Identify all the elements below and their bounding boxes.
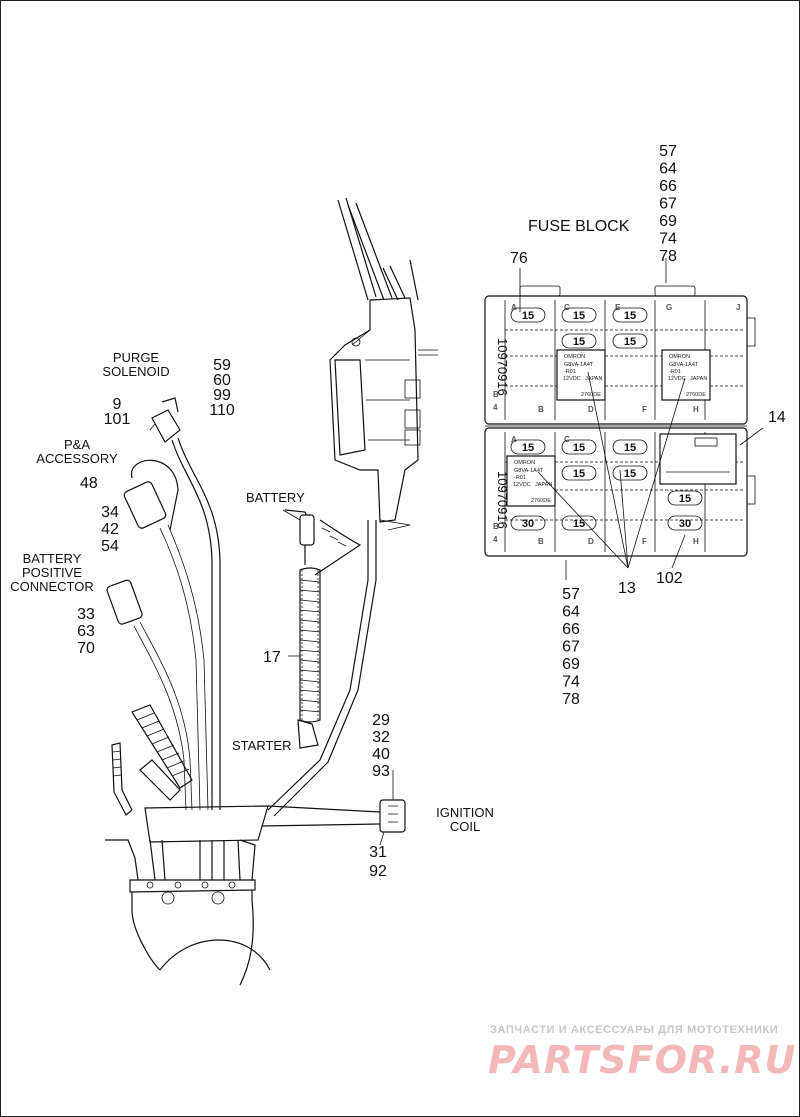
fuse-c2-top: 15	[573, 336, 585, 348]
svg-text:12VDC: 12VDC	[513, 482, 531, 488]
svg-text:JAPAN: JAPAN	[585, 376, 602, 382]
svg-text:G8VA-1A4T: G8VA-1A4T	[514, 468, 544, 474]
fuse-e2-top: 15	[624, 336, 636, 348]
svg-text:-R01: -R01	[669, 369, 681, 375]
harness-drawing	[105, 197, 438, 986]
fuse-d-bottom: 15	[573, 518, 585, 530]
callout-battery: BATTERY	[246, 490, 305, 505]
svg-text:B: B	[493, 522, 499, 531]
svg-text:JAPAN: JAPAN	[535, 482, 552, 488]
relay-3: OMRON G8VA-1A4T -R01 12VDC JAPAN 2760DE	[506, 455, 556, 507]
svg-text:G8VA-1A4T: G8VA-1A4T	[669, 362, 699, 368]
svg-text:C: C	[564, 303, 570, 312]
callout-13: 13	[618, 580, 636, 597]
svg-text:B: B	[493, 390, 499, 399]
fuse-h-bottom: 30	[679, 518, 691, 530]
svg-text:J: J	[736, 303, 740, 312]
side-code-upper: 10970916	[495, 338, 510, 396]
callout-starter: STARTER	[232, 738, 291, 753]
fuse-block-upper	[484, 295, 748, 425]
svg-text:-R01: -R01	[514, 475, 526, 481]
svg-text:C: C	[564, 435, 570, 444]
side-code-lower: 10970916	[495, 471, 510, 529]
callout-76: 76	[510, 250, 528, 267]
fuse-c-top: 15	[573, 310, 585, 322]
fuse-c-bottom: 15	[573, 442, 585, 454]
svg-text:F: F	[642, 405, 647, 414]
svg-text:A: A	[511, 303, 517, 312]
watermark-logo: PARTSFOR.RU	[488, 1038, 796, 1082]
fuse-block-leaders	[519, 258, 764, 580]
svg-text:OMRON: OMRON	[514, 460, 535, 466]
svg-text:D: D	[588, 537, 594, 546]
fuses-bottom: 15 15 15 15 30 15 15 15 30	[510, 439, 703, 531]
callout-102: 102	[656, 570, 683, 587]
callout-17: 17	[263, 649, 281, 666]
svg-text:D: D	[588, 405, 594, 414]
callout-14: 14	[768, 409, 786, 426]
svg-text:H: H	[693, 537, 699, 546]
fuse-block-title: FUSE BLOCK	[528, 218, 630, 235]
svg-text:E: E	[615, 303, 621, 312]
svg-text:2760DE: 2760DE	[581, 392, 601, 398]
fuse-e-top: 15	[624, 310, 636, 322]
svg-text:4: 4	[493, 403, 498, 412]
relay-1: OMRON G8VA-1A4T -R01 12VDC JAPAN 2760DE	[556, 349, 606, 401]
svg-text:B: B	[538, 537, 544, 546]
fuse-e2-bottom: 15	[624, 468, 636, 480]
svg-text:JAPAN: JAPAN	[690, 376, 707, 382]
svg-text:4: 4	[493, 535, 498, 544]
fuse-c2-bottom: 15	[573, 468, 585, 480]
relay-2: OMRON G8VA-1A4T -R01 12VDC JAPAN 2760DE	[661, 349, 711, 401]
fuses-top: 15 15 15 15 15	[510, 307, 648, 349]
svg-text:F: F	[642, 537, 647, 546]
callout-48: 48	[80, 475, 98, 492]
svg-text:2760DE: 2760DE	[531, 498, 551, 504]
svg-text:OMRON: OMRON	[564, 354, 585, 360]
fuse-e-bottom: 15	[624, 442, 636, 454]
svg-text:B: B	[538, 405, 544, 414]
watermark: ЗАПЧАСТИ И АКСЕССУАРЫ ДЛЯ МОТОТЕХНИКИ PA…	[488, 1024, 796, 1082]
fuse-g-bottom: 15	[679, 493, 691, 505]
fuse-block: A C E G J B D F H A C B D F H B 4 B 4 10…	[484, 285, 756, 557]
svg-text:-R01: -R01	[564, 369, 576, 375]
svg-text:12VDC: 12VDC	[668, 376, 686, 382]
fuse-a-top: 15	[522, 310, 534, 322]
svg-text:OMRON: OMRON	[669, 354, 690, 360]
svg-text:H: H	[693, 405, 699, 414]
svg-text:G: G	[666, 303, 672, 312]
fuse-a-bottom: 15	[522, 442, 534, 454]
svg-text:G8VA-1A4T: G8VA-1A4T	[564, 362, 594, 368]
watermark-tagline: ЗАПЧАСТИ И АКСЕССУАРЫ ДЛЯ МОТОТЕХНИКИ	[490, 1024, 778, 1036]
svg-text:2760DE: 2760DE	[686, 392, 706, 398]
fuse-b-bottom: 30	[522, 518, 534, 530]
svg-text:A: A	[511, 435, 517, 444]
svg-text:12VDC: 12VDC	[563, 376, 581, 382]
circuit-breaker-14	[659, 433, 737, 485]
